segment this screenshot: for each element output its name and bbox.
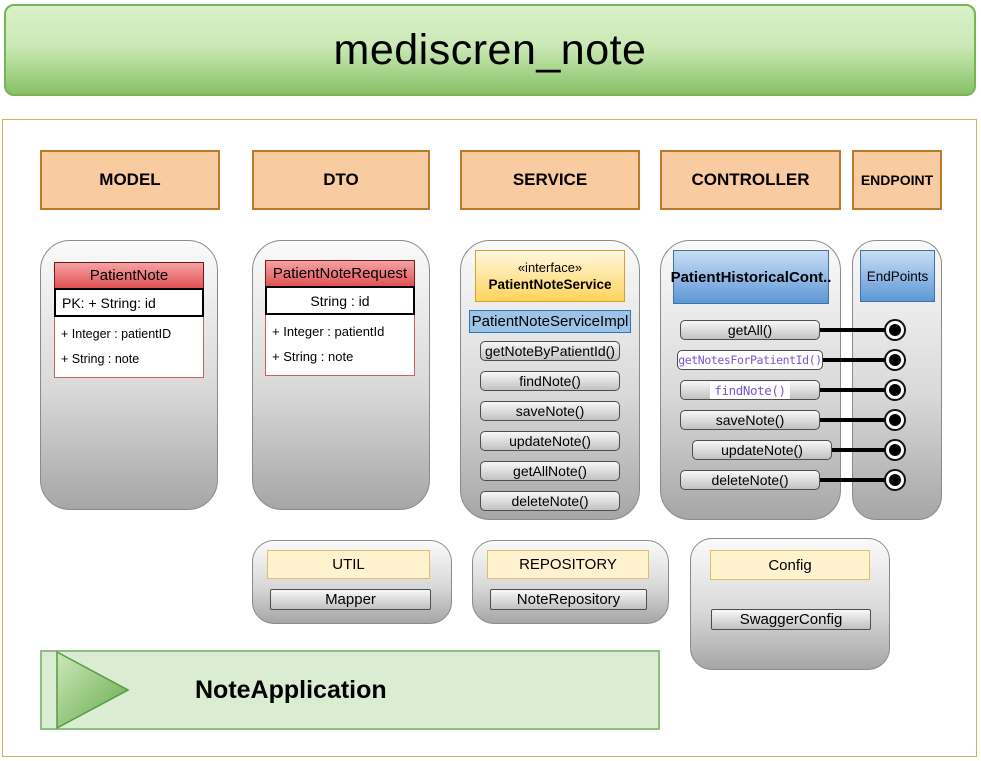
- util-mapper-box: Mapper: [270, 589, 431, 610]
- patientnoterequest-class-name: PatientNoteRequest: [272, 265, 408, 282]
- endpoint-port-icon: [884, 409, 906, 431]
- connector-line: [827, 448, 890, 452]
- column-header-dto: DTO: [252, 150, 430, 210]
- interface-name: PatientNoteService: [488, 277, 612, 292]
- patientnote-class-header: PatientNote: [54, 262, 204, 289]
- config-header-box: Config: [710, 550, 870, 580]
- application-bar: [40, 650, 660, 730]
- util-header-label: UTIL: [332, 556, 365, 573]
- service-method-deleteNote: deleteNote(): [480, 491, 620, 511]
- controller-method-findNote: findNote(): [680, 380, 820, 400]
- patientnote-pk-text: PK: + String: id: [62, 294, 156, 311]
- config-header-label: Config: [768, 556, 812, 574]
- controller-method-getAll: getAll(): [680, 320, 820, 340]
- patientnote-class: PatientNote PK: + String: id + Integer :…: [54, 262, 204, 378]
- patientnoterequest-attributes: + Integer : patientId + String : note: [265, 315, 415, 376]
- title-banner: mediscren_note: [4, 4, 976, 96]
- connector-line: [812, 478, 890, 482]
- column-header-controller-label: CONTROLLER: [691, 170, 810, 189]
- patientnoterequest-id-text: String : id: [310, 292, 370, 309]
- endpoint-port-icon: [884, 319, 906, 341]
- repository-noterepository-box: NoteRepository: [490, 589, 647, 610]
- service-method-updateNote: updateNote(): [480, 431, 620, 451]
- patientnoterequest-class: PatientNoteRequest String : id + Integer…: [265, 260, 415, 376]
- connector-line: [815, 388, 890, 392]
- endpoint-port-icon: [884, 439, 906, 461]
- application-label: NoteApplication: [195, 675, 387, 704]
- column-header-endpoint-label: ENDPOINT: [860, 172, 934, 188]
- column-header-dto-label: DTO: [323, 170, 359, 189]
- interface-stereotype: «interface»: [517, 260, 583, 275]
- config-swaggerconfig-box: SwaggerConfig: [711, 609, 871, 630]
- endpoints-header-label: EndPoints: [866, 268, 929, 284]
- controller-method-saveNote: saveNote(): [680, 410, 820, 430]
- endpoint-port-icon: [884, 469, 906, 491]
- service-method-getNoteByPatientId: getNoteByPatientId(): [480, 341, 620, 361]
- patientnote-attribute: + String : note: [61, 351, 140, 366]
- patientnoterequest-class-header: PatientNoteRequest: [265, 260, 415, 287]
- patientnote-pk-row: PK: + String: id: [54, 288, 204, 317]
- patientnoterequest-attribute: + String : note: [272, 349, 354, 364]
- service-method-saveNote: saveNote(): [480, 401, 620, 421]
- column-header-controller: CONTROLLER: [660, 150, 841, 210]
- repository-header-box: REPOSITORY: [487, 550, 649, 579]
- connector-line: [815, 328, 890, 332]
- patientnote-attribute: + Integer : patientID: [61, 326, 172, 341]
- controller-class-header: PatientHistoricalCont..: [670, 250, 832, 304]
- endpoints-header-box: EndPoints: [860, 250, 935, 302]
- service-method-findNote: findNote(): [480, 371, 620, 391]
- controller-class-name: PatientHistoricalCont..: [670, 268, 832, 286]
- patientnoterequest-attribute: + Integer : patientId: [272, 324, 385, 339]
- patientnote-attributes: + Integer : patientID + String : note: [54, 317, 204, 378]
- page-title: mediscren_note: [333, 25, 647, 74]
- endpoint-port-icon: [884, 379, 906, 401]
- run-play-icon: [56, 651, 130, 729]
- connector-line: [815, 418, 890, 422]
- column-header-service-label: SERVICE: [512, 170, 588, 189]
- connector-line: [818, 358, 890, 362]
- controller-method-getNotesForPatientId: getNotesForPatientId(): [677, 350, 823, 370]
- service-impl-box: PatientNoteServiceImpl: [469, 310, 631, 333]
- util-header-box: UTIL: [267, 550, 430, 579]
- patientnote-class-name: PatientNote: [89, 267, 169, 284]
- repository-header-label: REPOSITORY: [519, 556, 617, 573]
- patientnoterequest-id-row: String : id: [265, 286, 415, 315]
- service-method-getAllNote: getAllNote(): [480, 461, 620, 481]
- column-header-service: SERVICE: [460, 150, 640, 210]
- endpoint-port-icon: [884, 349, 906, 371]
- service-impl-name: PatientNoteServiceImpl: [471, 313, 629, 330]
- column-header-model-label: MODEL: [99, 170, 161, 189]
- column-header-model: MODEL: [40, 150, 220, 210]
- controller-method-updateNote: updateNote(): [692, 440, 832, 460]
- service-interface-box: «interface» PatientNoteService: [475, 250, 625, 302]
- column-header-endpoint: ENDPOINT: [852, 150, 942, 210]
- controller-method-deleteNote: deleteNote(): [680, 470, 820, 490]
